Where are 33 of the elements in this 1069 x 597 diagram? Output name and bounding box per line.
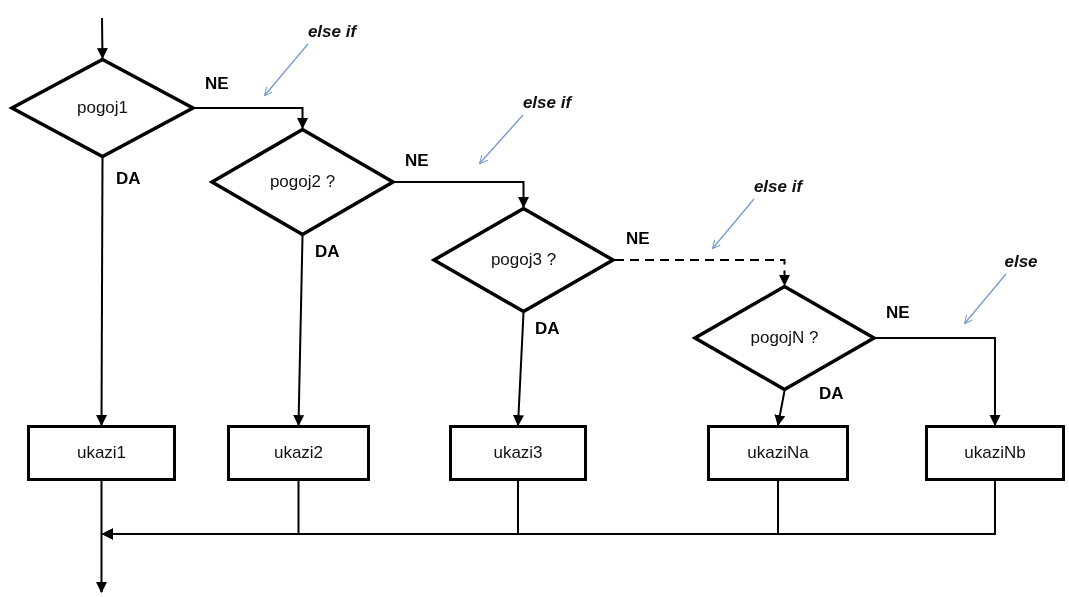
arrow xyxy=(614,259,790,287)
annotation-text: else if xyxy=(307,22,357,42)
process-box xyxy=(925,425,1065,481)
box-label: ukazi2 xyxy=(273,441,324,464)
arrow xyxy=(96,157,108,427)
condition-label: pogoj1 xyxy=(76,96,129,119)
process-box xyxy=(707,425,849,481)
box-label: ukaziNb xyxy=(964,441,1026,464)
annotation-text: else if xyxy=(522,93,572,113)
arrow xyxy=(774,390,786,427)
arrow xyxy=(875,337,1001,427)
arrow xyxy=(101,480,996,540)
box-label: ukazi1 xyxy=(76,441,127,464)
pointer-arrow xyxy=(479,114,524,165)
pointer-arrow xyxy=(264,43,309,97)
box-label: ukaziNa xyxy=(747,441,809,464)
process-box xyxy=(227,425,370,481)
arrow xyxy=(394,181,529,209)
condition-label: pogoj2 ? xyxy=(269,170,336,193)
process-box xyxy=(449,425,587,481)
condition-label: pogojN ? xyxy=(750,326,819,349)
condition-label: pogoj3 ? xyxy=(490,248,557,271)
arrow xyxy=(96,17,108,60)
arrow xyxy=(513,312,525,427)
pointer-arrow xyxy=(712,198,755,250)
process-box xyxy=(27,425,176,481)
box-label: ukazi3 xyxy=(493,441,543,464)
arrow xyxy=(96,480,107,594)
arrow xyxy=(293,235,305,427)
pointer-arrow xyxy=(964,273,1007,325)
arrow xyxy=(194,107,308,130)
annotation-text: else if xyxy=(753,177,803,197)
annotation-text: else xyxy=(1004,252,1038,272)
